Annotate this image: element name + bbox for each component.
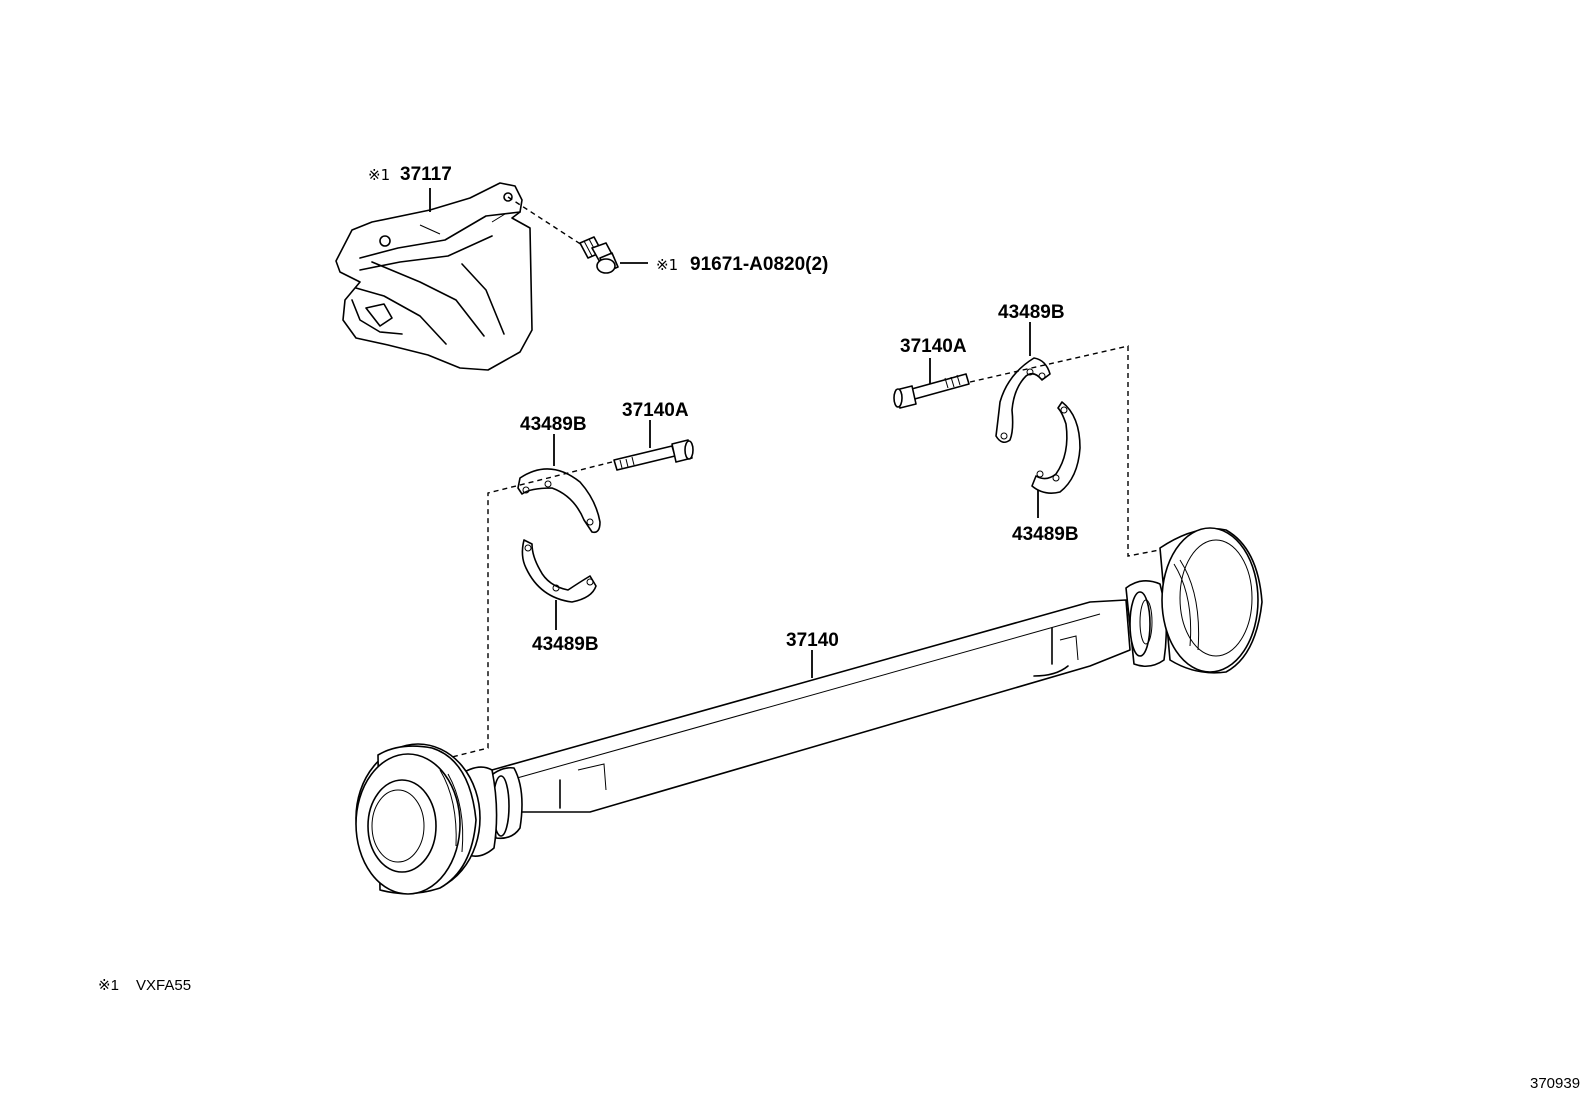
label-bolt-37140a-right: 37140A xyxy=(900,336,967,357)
bolt-marker: ※1 xyxy=(656,256,678,274)
label-shaft-37140: 37140 xyxy=(786,630,839,651)
bolt-37140a-right[interactable] xyxy=(893,373,970,409)
diagram-code: 370939 xyxy=(1530,1075,1580,1092)
label-bolt-37140a-left: 37140A xyxy=(622,400,689,421)
label-bolt-91671: 91671-A0820(2) xyxy=(690,254,828,275)
bracket-37117[interactable] xyxy=(335,182,533,371)
footnote-marker: ※1 xyxy=(98,977,119,994)
label-plate-left-upper: 43489B xyxy=(520,414,587,435)
label-plate-left-lower: 43489B xyxy=(532,634,599,655)
lock-plate-43489b-right-upper[interactable] xyxy=(995,357,1051,444)
label-plate-right-upper: 43489B xyxy=(998,302,1065,323)
label-plate-right-lower: 43489B xyxy=(1012,524,1079,545)
propeller-shaft-37140[interactable] xyxy=(355,527,1263,895)
lock-plate-43489b-left-lower[interactable] xyxy=(521,539,597,603)
label-bracket-37117: 37117 xyxy=(400,164,452,185)
bracket-marker: ※1 xyxy=(368,166,390,184)
lock-plate-43489b-left-upper[interactable] xyxy=(517,468,601,534)
bolt-37140a-left[interactable] xyxy=(613,439,694,471)
footnote-text: VXFA55 xyxy=(136,977,191,994)
bolt-91671[interactable] xyxy=(579,236,619,274)
lock-plate-43489b-right-lower[interactable] xyxy=(1031,401,1081,494)
